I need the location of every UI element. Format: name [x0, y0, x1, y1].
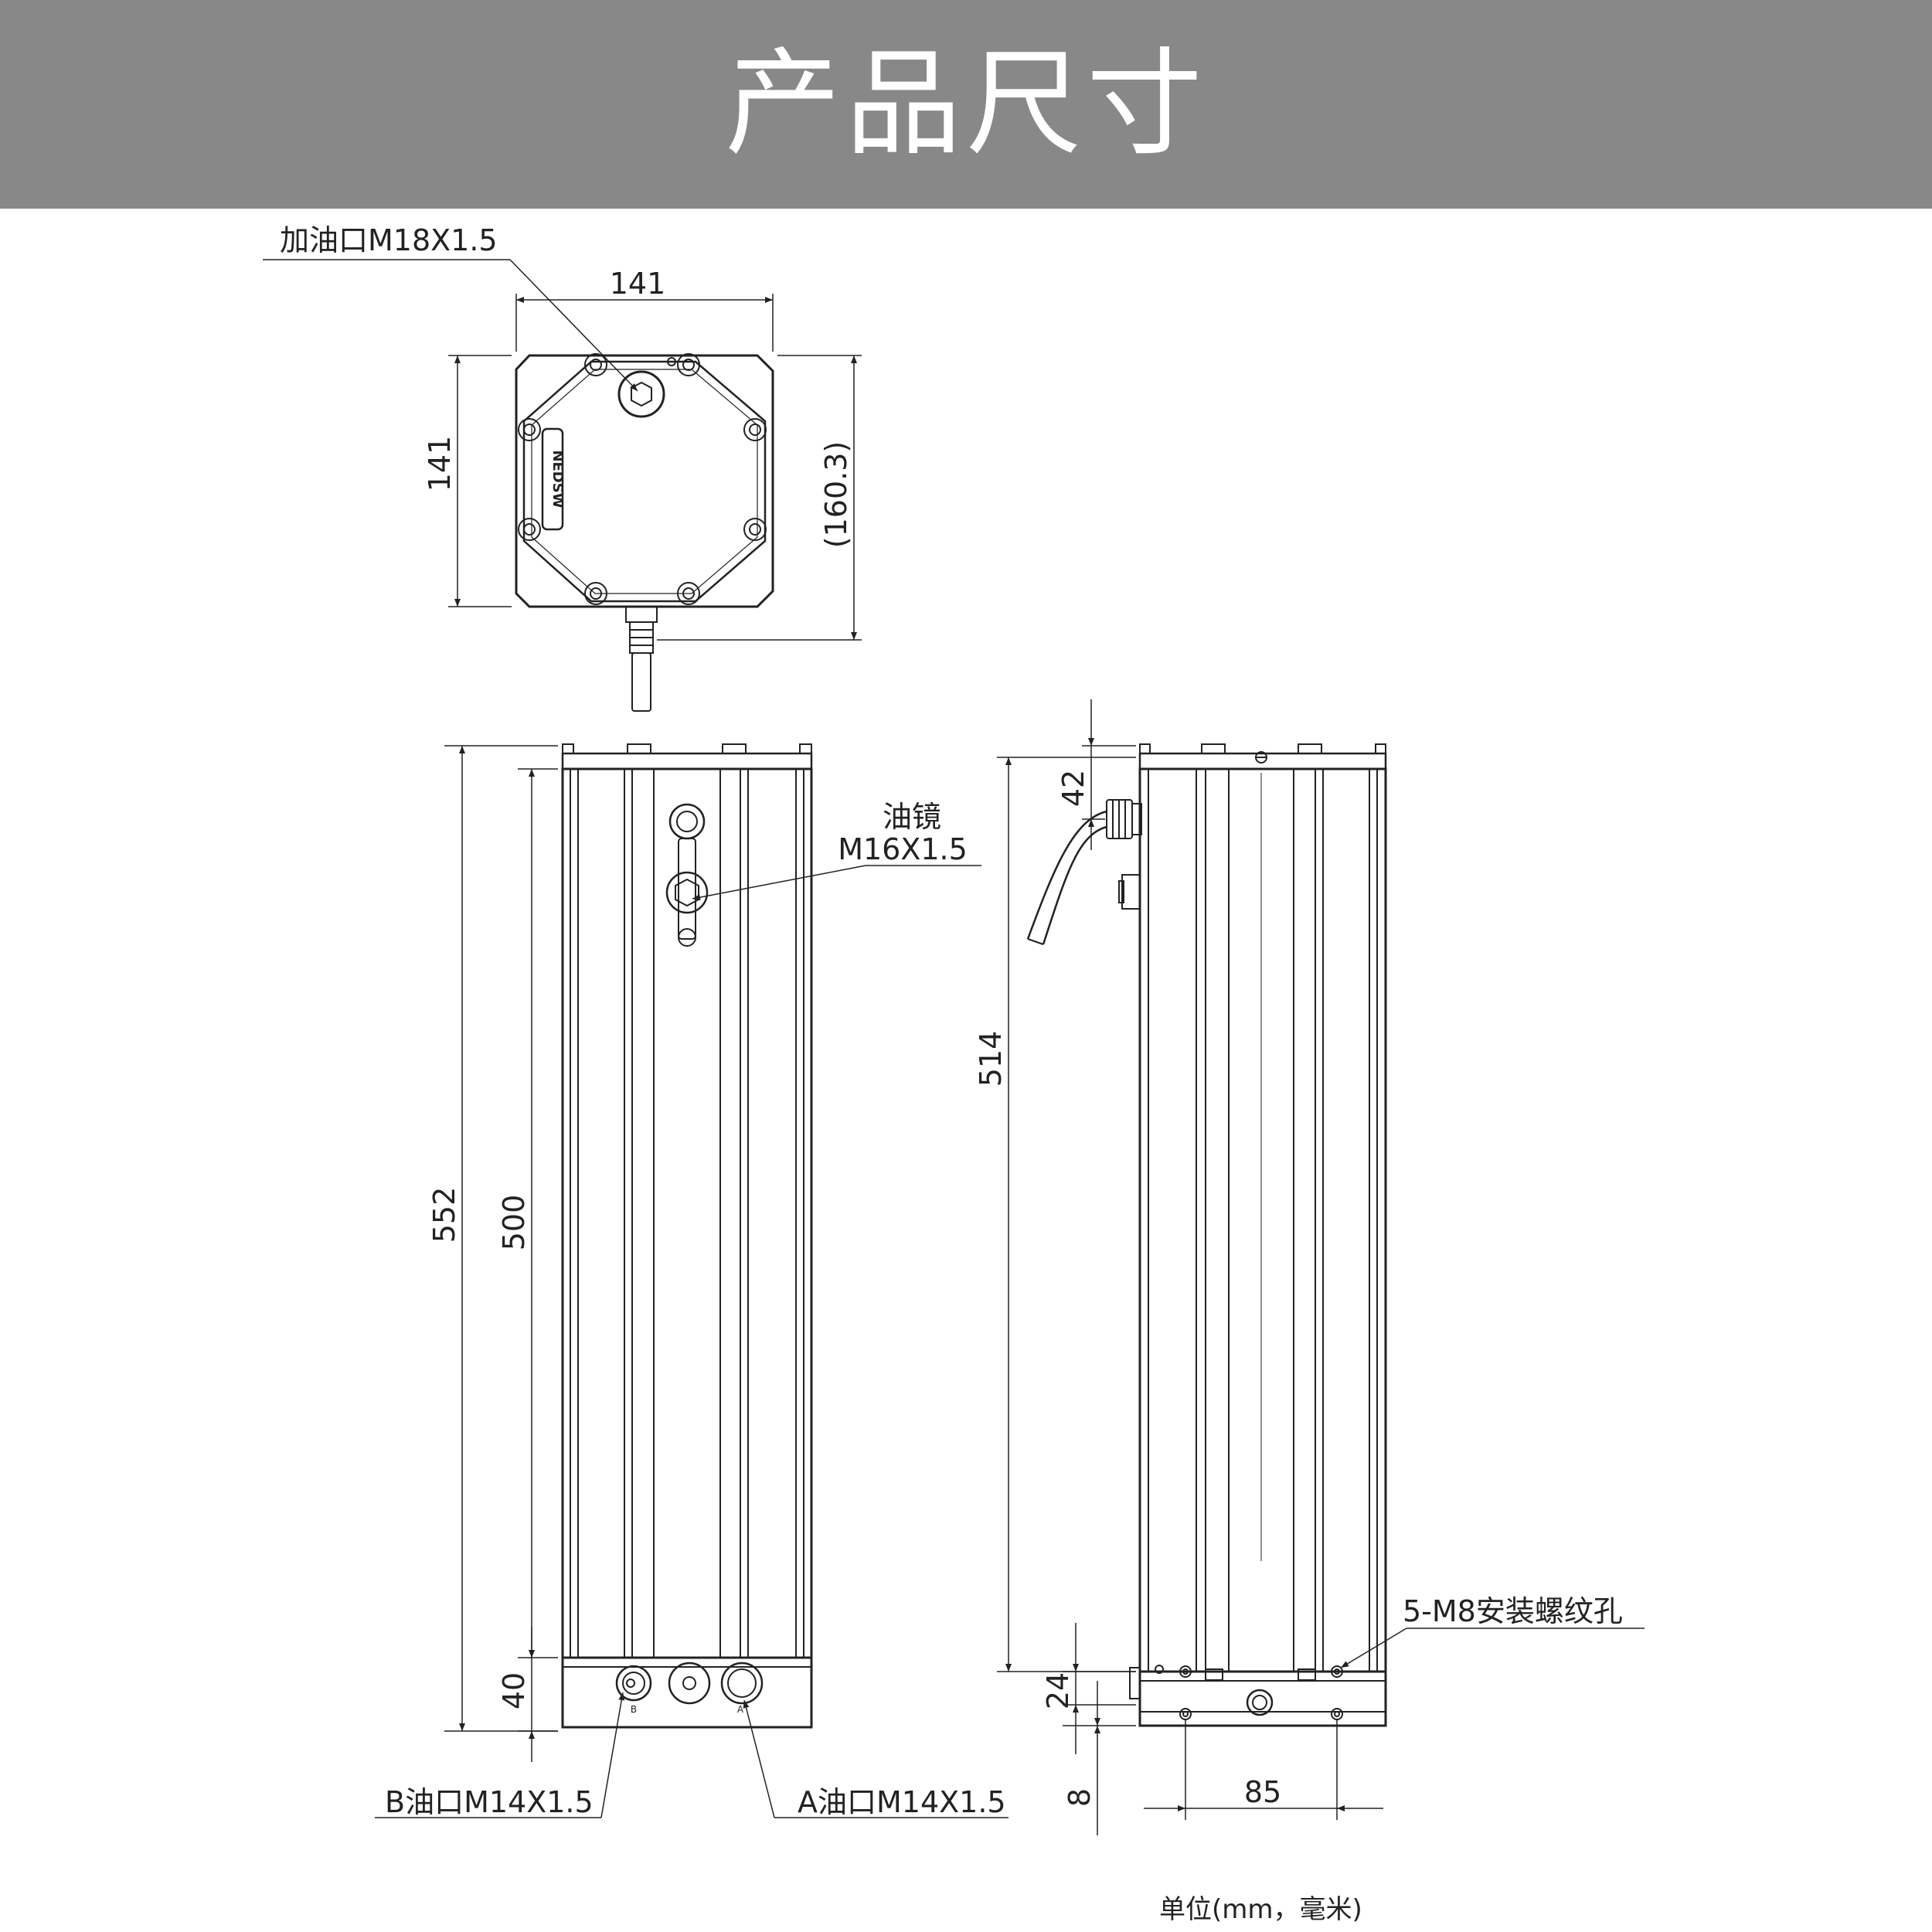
base-height-dim: 40: [497, 1672, 531, 1709]
sight-glass: [665, 871, 709, 914]
center-port: [668, 1662, 711, 1705]
top-height-dim: 141: [423, 436, 457, 492]
side-base: [1138, 1670, 1387, 1727]
port-b-label: B油口M14X1.5: [385, 1785, 594, 1819]
top-width-dim: 141: [610, 267, 666, 301]
top-view-cable: [631, 652, 651, 712]
fill-port-label: 加油口M18X1.5: [280, 223, 498, 257]
unit-note: 单位(mm，毫米): [1159, 1894, 1362, 1925]
body-height-dim: 500: [497, 1195, 531, 1251]
port-b-mark: B: [631, 1704, 637, 1715]
hole-pitch-v-dim: 24: [1041, 1672, 1075, 1709]
side-view: [1026, 743, 1387, 1727]
logo-plate: [541, 427, 564, 531]
side-height-dim: 514: [974, 1031, 1008, 1087]
side-cable: [1026, 810, 1107, 945]
top-view-housing: [515, 354, 774, 608]
top-overall-dim: (160.3): [819, 441, 853, 548]
logo-text: NEDSW: [549, 450, 566, 508]
front-view: [561, 743, 813, 1729]
mount-holes-label: 5-M8安装螺纹孔: [1403, 1594, 1623, 1628]
fill-port-cap: [617, 370, 665, 418]
sight-glass-label-2: M16X1.5: [838, 832, 968, 866]
port-a-label: A油口M14X1.5: [798, 1785, 1006, 1819]
hole-pitch-h-dim: 85: [1244, 1775, 1281, 1809]
port-a-mark: A: [737, 1704, 744, 1715]
cable-offset-dim: 42: [1056, 770, 1090, 807]
top-view-dimensions: [263, 259, 862, 641]
mounting-holes: [1155, 1665, 1343, 1720]
hole-offset-dim: 8: [1063, 1788, 1097, 1807]
sight-glass-top: [668, 803, 706, 840]
port-b: [615, 1665, 652, 1702]
front-cable: [678, 838, 696, 940]
front-base: [561, 1656, 813, 1729]
overall-height-dim: 552: [427, 1187, 461, 1243]
side-body: [1138, 767, 1387, 1673]
port-a: [720, 1662, 764, 1705]
front-top-flange: [562, 743, 812, 753]
front-body: [561, 767, 813, 1659]
page-title: 产品尺寸: [724, 37, 1207, 172]
top-view-bolts: [518, 353, 767, 605]
front-view-dimensions: [375, 745, 1009, 1818]
side-view-dimensions: [997, 699, 1645, 1835]
top-view: [515, 353, 774, 712]
header-bar: 产品尺寸: [0, 0, 1932, 209]
sight-glass-label-1: 油镜: [883, 800, 941, 834]
